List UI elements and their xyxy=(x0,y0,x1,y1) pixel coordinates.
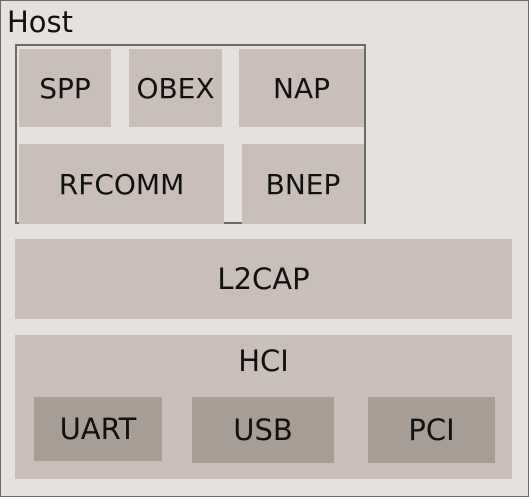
rfcomm-label: RFCOMM xyxy=(58,167,185,201)
spp-block: SPP xyxy=(19,49,111,127)
spp-label: SPP xyxy=(39,71,91,105)
rfcomm-block: RFCOMM xyxy=(19,144,224,224)
uart-transport: UART xyxy=(34,397,162,461)
obex-label: OBEX xyxy=(136,71,215,105)
nap-label: NAP xyxy=(273,71,330,105)
l2cap-layer: L2CAP xyxy=(15,239,512,319)
usb-transport: USB xyxy=(192,397,334,463)
pci-transport: PCI xyxy=(368,397,495,463)
bnep-block: BNEP xyxy=(242,144,364,224)
pci-label: PCI xyxy=(408,413,455,447)
usb-label: USB xyxy=(233,413,293,447)
hci-label: HCI xyxy=(238,344,289,378)
l2cap-label: L2CAP xyxy=(217,262,310,296)
nap-block: NAP xyxy=(239,49,364,127)
host-title: Host xyxy=(7,5,74,39)
bnep-label: BNEP xyxy=(265,167,341,201)
obex-block: OBEX xyxy=(129,49,222,127)
uart-label: UART xyxy=(59,412,137,446)
